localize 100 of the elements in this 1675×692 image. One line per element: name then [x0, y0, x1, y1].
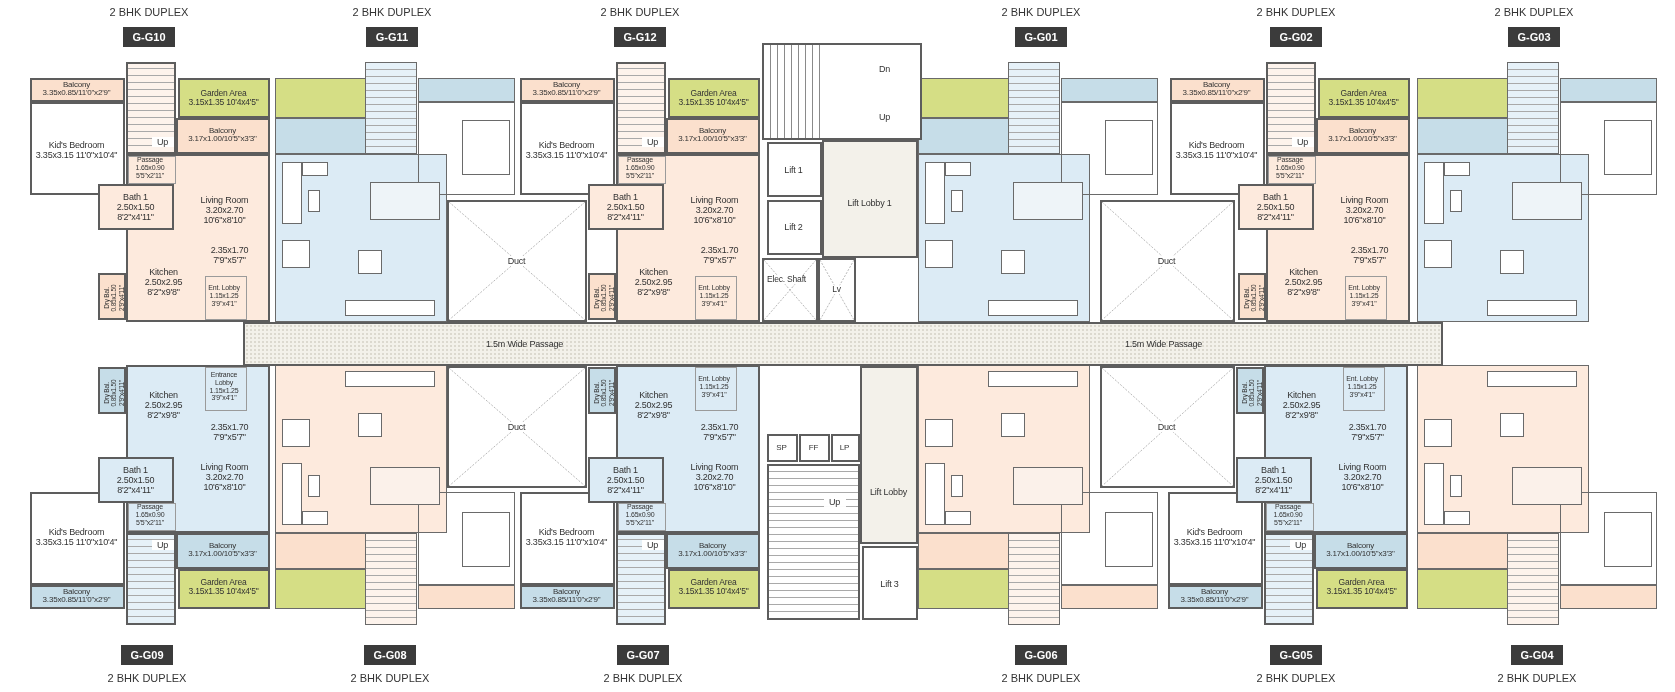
garden-area [1316, 569, 1408, 609]
passage-area [127, 155, 176, 184]
room-label: Up [641, 539, 664, 550]
garden-area [668, 569, 760, 609]
unit-type-label: 2 BHK DUPLEX [1255, 6, 1337, 18]
staircase [762, 43, 922, 140]
room-label: Kid's Bedroom 3.35x3.15 11'0"x10'4" [35, 526, 118, 547]
garden-area [178, 569, 270, 609]
unit-type-label: 2 BHK DUPLEX [106, 672, 188, 684]
unit-type-label: 2 BHK DUPLEX [108, 6, 190, 18]
room-label: 2.35x1.70 7'9"x5'7" [699, 421, 740, 442]
unit-number-tag: G-G05 [1270, 645, 1322, 665]
unit-type-label: 2 BHK DUPLEX [351, 6, 433, 18]
room-label: Balcony 3.17x1.00/10'5"x3'3" [1325, 541, 1396, 560]
room-label: 2.35x1.70 7'9"x5'7" [209, 244, 250, 265]
unit-type-label: 2 BHK DUPLEX [1000, 672, 1082, 684]
room-label: Balcony 3.35x0.85/11'0"x2'9" [531, 587, 602, 606]
unit-number-tag: G-G04 [1511, 645, 1563, 665]
shaft-area [762, 258, 818, 322]
bathroom-area [588, 184, 664, 230]
room-label: Garden Area 3.15x1.35 10'4x4'5" [187, 578, 260, 597]
passage-area [1267, 155, 1316, 184]
passage-area [617, 155, 666, 184]
bathroom-area [588, 457, 664, 503]
room-label: Garden Area 3.15x1.35 10'4x4'5" [1325, 578, 1398, 597]
room-label: Garden Area 3.15x1.35 10'4x4'5" [187, 89, 260, 108]
shaft-area [818, 258, 856, 322]
balcony-area [30, 78, 125, 102]
unit-number-tag: G-G07 [617, 645, 669, 665]
staircase [616, 533, 666, 625]
room-label: Balcony 3.17x1.00/10'5"x3'3" [1327, 126, 1398, 145]
unit-number-tag: G-G01 [1015, 27, 1067, 47]
room-label: Kitchen 2.50x2.95 8'2"x9'8" [1283, 266, 1324, 297]
unit-number-tag: G-G06 [1015, 645, 1067, 665]
room-label: Kitchen 2.50x2.95 8'2"x9'8" [633, 266, 674, 297]
shaft-area [767, 434, 798, 462]
room-label: 2.35x1.70 7'9"x5'7" [699, 244, 740, 265]
entrance-lobby-area [694, 366, 737, 411]
room-label: Balcony 3.17x1.00/10'5"x3'3" [187, 126, 258, 145]
room-label: Garden Area 3.15x1.35 10'4x4'5" [677, 89, 750, 108]
balcony-area [30, 585, 125, 609]
balcony-area [1316, 118, 1410, 154]
room-label: SP [775, 443, 788, 452]
room-label: Living Room 3.20x2.70 10'6"x8'10" [1337, 461, 1388, 492]
room-label: LP [838, 443, 851, 452]
balcony-area [176, 533, 270, 569]
room-label: 1.5m Wide Passage [1123, 338, 1204, 349]
bathroom-area [98, 457, 174, 503]
staircase [1266, 62, 1316, 154]
unit-number-tag: G-G10 [123, 27, 175, 47]
duct-area [1100, 366, 1235, 488]
duct-area [1100, 200, 1235, 322]
room-label: Kid's Bedroom 3.35x3.15 11'0"x10'4" [1173, 526, 1256, 547]
dry-balcony-area [588, 367, 616, 414]
bathroom-area [1236, 457, 1312, 503]
room-label: Kid's Bedroom 3.35x3.15 11'0"x10'4" [525, 526, 608, 547]
room-label: Up [1291, 136, 1314, 147]
staircase [126, 533, 176, 625]
staircase [1264, 533, 1314, 625]
balcony-area [176, 118, 270, 154]
entrance-lobby-area [204, 366, 247, 411]
room-label: Balcony 3.35x0.85/11'0"x2'9" [531, 80, 602, 99]
lift-shaft [862, 546, 918, 620]
room-label: Bath 1 2.50x1.50 8'2"x4'11" [605, 464, 646, 495]
room-label: Kitchen 2.50x2.95 8'2"x9'8" [1281, 389, 1322, 420]
unit-number-tag: G-G09 [121, 645, 173, 665]
shaft-area [831, 434, 860, 462]
unit-type-label: 2 BHK DUPLEX [599, 6, 681, 18]
room-label: Balcony 3.17x1.00/10'5"x3'3" [677, 541, 748, 560]
room-label: Balcony 3.17x1.00/10'5"x3'3" [187, 541, 258, 560]
unit-type-label: 2 BHK DUPLEX [349, 672, 431, 684]
lift-lobby-area [822, 140, 918, 258]
room-label: Kid's Bedroom 3.35x3.15 11'0"x10'4" [35, 139, 118, 160]
room-label: Kid's Bedroom 3.35x3.15 11'0"x10'4" [525, 139, 608, 160]
staircase [616, 62, 666, 154]
passage-area [617, 502, 666, 531]
unit-number-tag: G-G11 [366, 27, 418, 47]
bathroom-area [98, 184, 174, 230]
room-label: Kitchen 2.50x2.95 8'2"x9'8" [633, 389, 674, 420]
garden-area [1318, 78, 1410, 118]
room-label: Bath 1 2.50x1.50 8'2"x4'11" [115, 464, 156, 495]
passage-area [127, 502, 176, 531]
unit-number-tag: G-G08 [364, 645, 416, 665]
room-label: Bath 1 2.50x1.50 8'2"x4'11" [115, 191, 156, 222]
unit-type-label: 2 BHK DUPLEX [1255, 672, 1337, 684]
room-label: Balcony 3.17x1.00/10'5"x3'3" [677, 126, 748, 145]
unit-number-tag: G-G12 [614, 27, 666, 47]
dry-balcony-area [98, 367, 126, 414]
room-label: Balcony 3.35x0.85/11'0"x2'9" [41, 80, 112, 99]
room-label: Garden Area 3.15x1.35 10'4x4'5" [677, 578, 750, 597]
entrance-lobby-area [1342, 366, 1385, 411]
room-label: FF [807, 443, 820, 452]
room-label: Living Room 3.20x2.70 10'6"x8'10" [1339, 194, 1390, 225]
dry-balcony-area [588, 273, 616, 320]
duct-area [447, 366, 587, 488]
balcony-area [520, 585, 615, 609]
room-label: Balcony 3.35x0.85/11'0"x2'9" [41, 587, 112, 606]
entrance-lobby-area [694, 275, 737, 320]
unit-type-label: 2 BHK DUPLEX [1496, 672, 1578, 684]
room-label: 2.35x1.70 7'9"x5'7" [209, 421, 250, 442]
